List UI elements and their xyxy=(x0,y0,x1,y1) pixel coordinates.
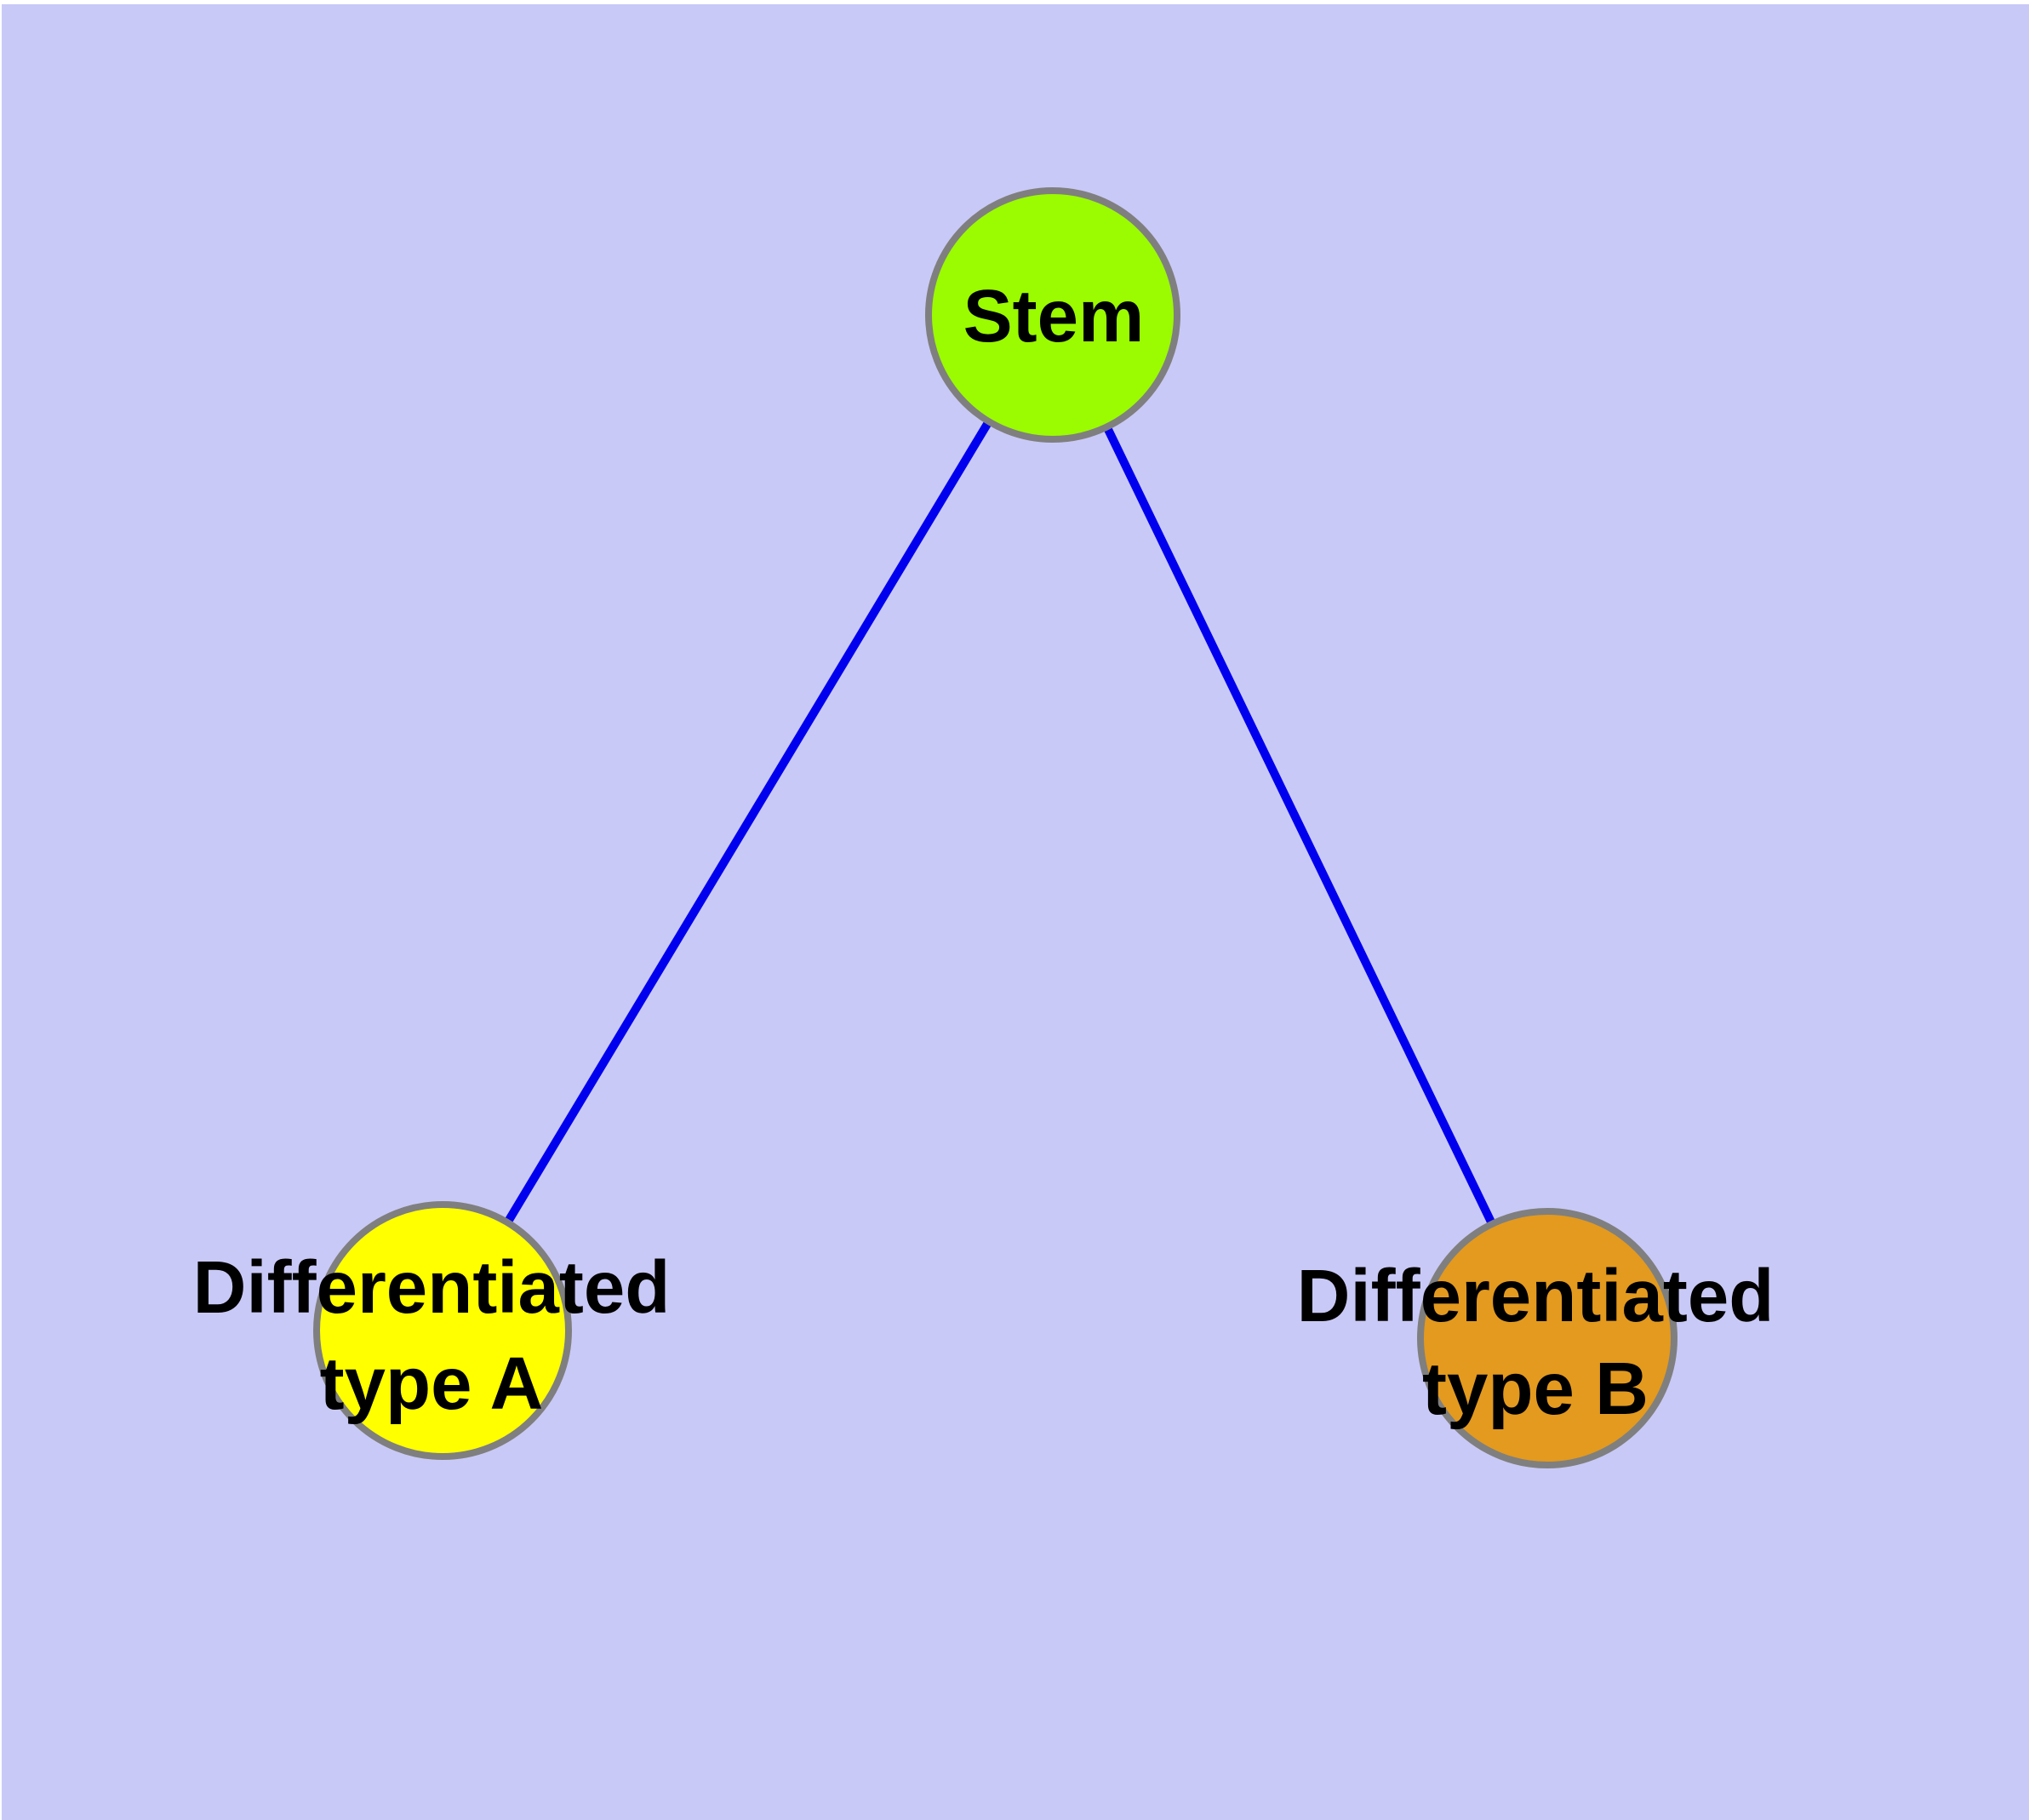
node-differentiated-type-b: Differentiated type B xyxy=(1297,1208,1775,1468)
node-differentiated-type-a: Differentiated type A xyxy=(193,1201,671,1460)
node-stem: Stem xyxy=(925,187,1180,443)
node-differentiated-type-a-label-line1: Differentiated xyxy=(193,1246,671,1329)
node-differentiated-type-a-label-line2: type A xyxy=(320,1342,544,1425)
node-differentiated-type-b-label-line1: Differentiated xyxy=(1297,1255,1775,1337)
node-differentiated-type-b-label-line2: type B xyxy=(1422,1348,1649,1430)
node-stem-label: Stem xyxy=(963,275,1145,358)
node-differentiated-type-a-circle xyxy=(313,1201,572,1460)
edge-stem-to-type-b xyxy=(1049,312,1552,1341)
edge-stem-to-type-a xyxy=(438,312,1057,1333)
node-differentiated-type-b-circle xyxy=(1417,1208,1677,1468)
node-stem-circle xyxy=(925,187,1180,443)
